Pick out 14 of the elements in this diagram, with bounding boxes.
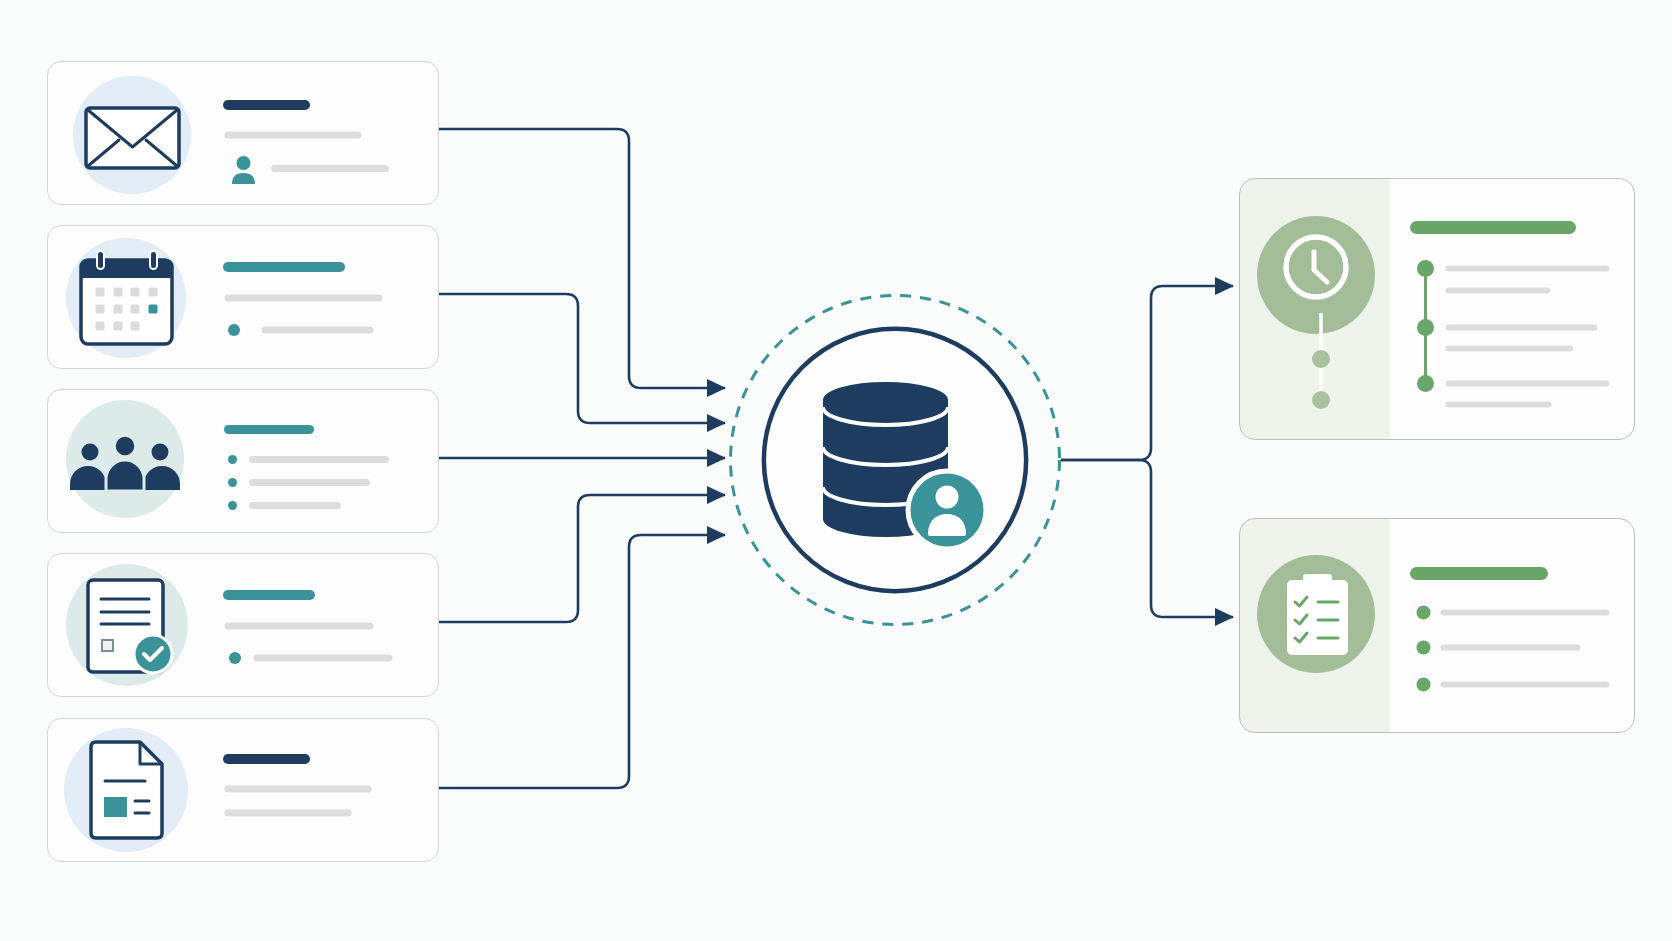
hub-circle: [729, 294, 1061, 626]
info-card: [47, 225, 439, 369]
arrow: [1061, 458, 1234, 626]
arrow: [439, 449, 726, 467]
info-card: [47, 389, 439, 533]
info-card: [1239, 518, 1635, 733]
arrow: [439, 486, 726, 624]
info-card: [47, 718, 439, 862]
arrow: [439, 292, 726, 432]
info-card: [1239, 178, 1635, 440]
info-card: [47, 553, 439, 697]
arrow: [439, 127, 726, 397]
info-card: [47, 61, 439, 205]
arrow: [439, 526, 726, 790]
